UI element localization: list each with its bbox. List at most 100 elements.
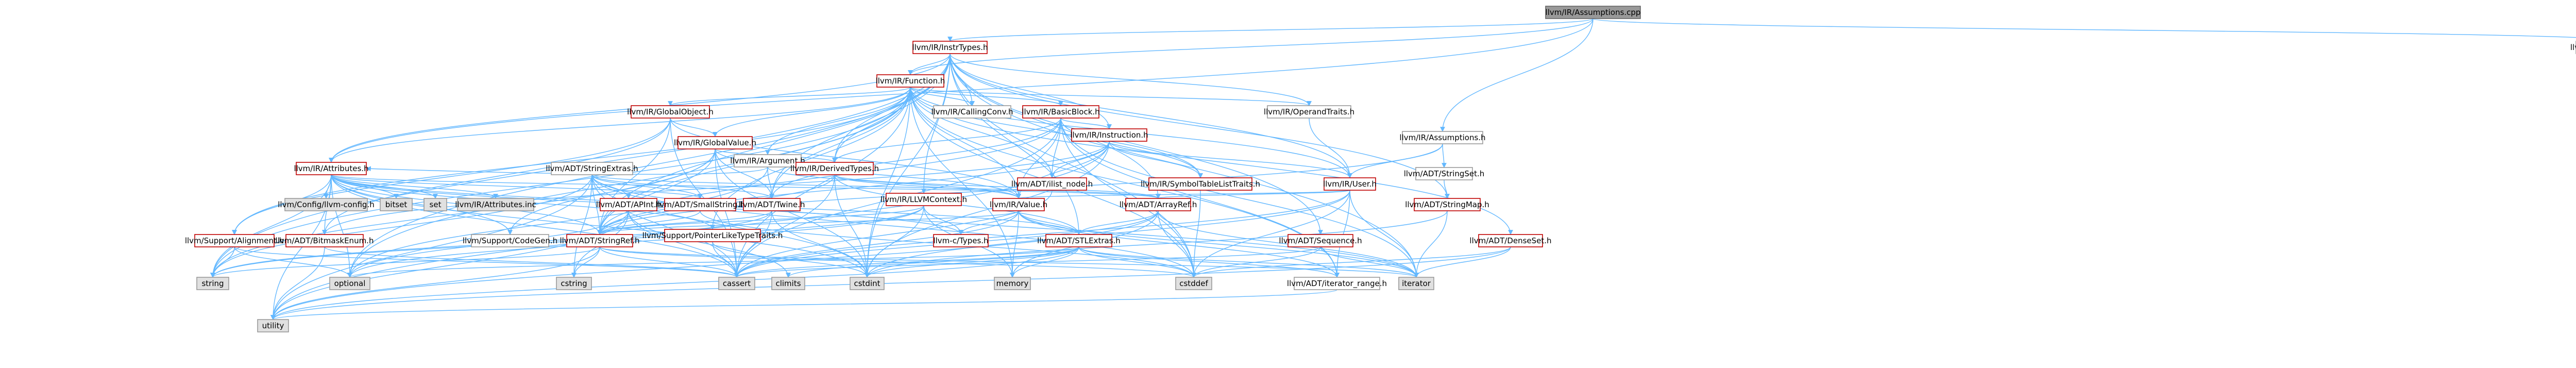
node-argument[interactable]: llvm/IR/Argument.h	[730, 154, 805, 168]
node-stringref[interactable]: llvm/ADT/StringRef.h	[560, 234, 640, 247]
node-climits: climits	[771, 277, 805, 290]
edge-stringmap-to-iterator	[1414, 210, 1448, 278]
node-box	[933, 105, 1011, 119]
edge-stlextras-to-cstdint	[865, 246, 1079, 278]
node-value[interactable]: llvm/IR/Value.h	[990, 198, 1047, 211]
edge-pointerlike-to-cassert	[712, 241, 739, 278]
node-function[interactable]: llvm/IR/Function.h	[876, 74, 945, 88]
node-label: llvm/IR/CallingConv.h	[931, 107, 1013, 116]
edge-stlextras-to-iterator	[1078, 246, 1419, 278]
edge-iteratorrange-to-utility	[270, 289, 1337, 320]
node-label: cstddef	[1179, 279, 1208, 288]
node-instrtypes[interactable]: llvm/IR/InstrTypes.h	[912, 41, 988, 54]
edge-function-to-operandtraits	[910, 87, 1312, 106]
node-stringmap[interactable]: llvm/ADT/StringMap.h	[1405, 198, 1489, 211]
node-iteratorrange[interactable]: llvm/ADT/iterator_range.h	[1287, 277, 1387, 290]
node-globalvalue[interactable]: llvm/IR/GlobalValue.h	[674, 136, 756, 149]
node-box	[257, 319, 289, 332]
node-box	[380, 198, 413, 211]
node-label: llvm/IR/Instruction.h	[1070, 130, 1148, 140]
edge-basicblock-to-instruction	[1060, 118, 1112, 129]
node-setops[interactable]: llvm/ADT/SetOperations.h	[2570, 41, 2576, 54]
node-attributes[interactable]: llvm/IR/Attributes.h	[294, 162, 369, 175]
node-root[interactable]: llvm/IR/Assumptions.cpp	[1545, 6, 1641, 19]
node-alignment[interactable]: llvm/Support/Alignment.h	[185, 234, 284, 247]
node-label: climits	[775, 279, 801, 288]
node-derivedtypes[interactable]: llvm/IR/DerivedTypes.h	[790, 162, 879, 175]
node-label: llvm/IR/GlobalValue.h	[674, 138, 756, 147]
node-operandtraits[interactable]: llvm/IR/OperandTraits.h	[1264, 105, 1354, 119]
edge-stlextras-to-climits	[786, 246, 1079, 278]
node-label: llvm/IR/OperandTraits.h	[1264, 107, 1354, 116]
node-twine[interactable]: llvm/ADT/Twine.h	[738, 198, 805, 211]
node-box	[1402, 131, 1483, 144]
edge-sequence-to-iterator	[1320, 246, 1419, 278]
node-cstring: cstring	[556, 277, 592, 290]
node-box	[664, 229, 761, 242]
node-assumptions[interactable]: llvm/IR/Assumptions.h	[1399, 131, 1486, 144]
node-cassert: cassert	[718, 277, 755, 290]
node-attributesinc: llvm/IR/Attributes.inc	[455, 198, 536, 211]
node-box	[1545, 6, 1641, 19]
node-codegen[interactable]: llvm/Support/CodeGen.h	[463, 234, 557, 247]
node-box	[850, 277, 885, 290]
node-user[interactable]: llvm/IR/User.h	[1323, 177, 1377, 191]
edge-assumptions-to-stringset	[1442, 143, 1447, 168]
node-label: llvm/ADT/SmallString.h	[655, 200, 745, 209]
node-apint[interactable]: llvm/ADT/APInt.h	[596, 198, 661, 211]
node-label: llvm/IR/Attributes.h	[294, 164, 368, 173]
edge-smallstring-to-stringref	[597, 210, 701, 235]
edge-attributes-to-alignment	[232, 174, 332, 235]
edge-value-to-memory	[1010, 210, 1019, 278]
node-box	[1175, 277, 1212, 290]
edge-stlextras-to-iteratorrange	[1078, 246, 1340, 278]
node-box	[285, 234, 364, 247]
node-basicblock[interactable]: llvm/IR/BasicBlock.h	[1022, 105, 1100, 119]
node-label: llvm/ADT/ArrayRef.h	[1120, 200, 1197, 209]
edge-basicblock-to-derivedtypes	[832, 118, 1061, 163]
edge-bitmaskenum-to-cassert	[324, 246, 739, 278]
edge-instruction-to-user	[1109, 141, 1352, 178]
node-box	[631, 105, 710, 119]
node-label: cstdint	[854, 279, 880, 288]
edge-sequence-to-cstddef	[1191, 246, 1321, 278]
edge-instruction-to-bitmaskenum	[322, 141, 1110, 235]
edge-function-to-basicblock	[910, 87, 1063, 106]
edge-symtablelist-to-cstddef	[1191, 190, 1201, 278]
edge-derivedtypes-to-value	[834, 174, 1021, 199]
node-llvmcontext[interactable]: llvm/IR/LLVMContext.h	[880, 193, 967, 206]
node-stlextras[interactable]: llvm/ADT/STLExtras.h	[1037, 234, 1121, 247]
node-symtablelist[interactable]: llvm/IR/SymbolTableListTraits.h	[1141, 177, 1260, 191]
node-sequence[interactable]: llvm/ADT/Sequence.h	[1279, 234, 1362, 247]
node-box	[556, 277, 592, 290]
node-densemap[interactable]: llvm/ADT/DenseSet.h	[1469, 234, 1552, 247]
edge-stringextras-to-cstdint	[591, 174, 870, 278]
node-box	[329, 277, 370, 290]
node-smallstring[interactable]: llvm/ADT/SmallString.h	[655, 198, 745, 211]
node-label: llvm/IR/InstrTypes.h	[912, 43, 988, 52]
node-label: llvm/IR/Value.h	[990, 200, 1047, 209]
node-box	[734, 154, 802, 168]
node-ctypes[interactable]: llvm-c/Types.h	[933, 234, 989, 247]
node-label: llvm/ADT/Sequence.h	[1279, 236, 1362, 245]
node-layer: llvm/IR/Assumptions.cpp llvm/IR/InstrType…	[185, 6, 2576, 332]
node-box	[1287, 234, 1353, 247]
node-instruction[interactable]: llvm/IR/Instruction.h	[1070, 128, 1148, 142]
edge-function-to-globalvalue	[713, 87, 911, 137]
edge-function-to-globalobject	[668, 87, 911, 106]
node-arrayref[interactable]: llvm/ADT/ArrayRef.h	[1120, 198, 1197, 211]
node-ilistnode[interactable]: llvm/ADT/ilist_node.h	[1011, 177, 1093, 191]
node-globalobject[interactable]: llvm/IR/GlobalObject.h	[627, 105, 714, 119]
node-box	[296, 162, 367, 175]
node-stringextras[interactable]: llvm/ADT/StringExtras.h	[546, 162, 638, 175]
edge-user-to-value	[1016, 190, 1350, 199]
edge-stringref-to-cassert	[599, 246, 739, 278]
node-callingconv[interactable]: llvm/IR/CallingConv.h	[931, 105, 1013, 119]
node-stringset[interactable]: llvm/ADT/StringSet.h	[1404, 167, 1485, 180]
node-bitmaskenum[interactable]: llvm/ADT/BitmaskEnum.h	[276, 234, 374, 247]
node-pointerlike[interactable]: llvm/Support/PointerLikeTypeTraits.h	[642, 229, 783, 242]
edge-attributes-to-cassert	[331, 174, 739, 278]
node-label: memory	[996, 279, 1029, 288]
edge-globalvalue-to-twine	[715, 148, 774, 199]
edge-stringref-to-cstddef	[599, 246, 1196, 278]
